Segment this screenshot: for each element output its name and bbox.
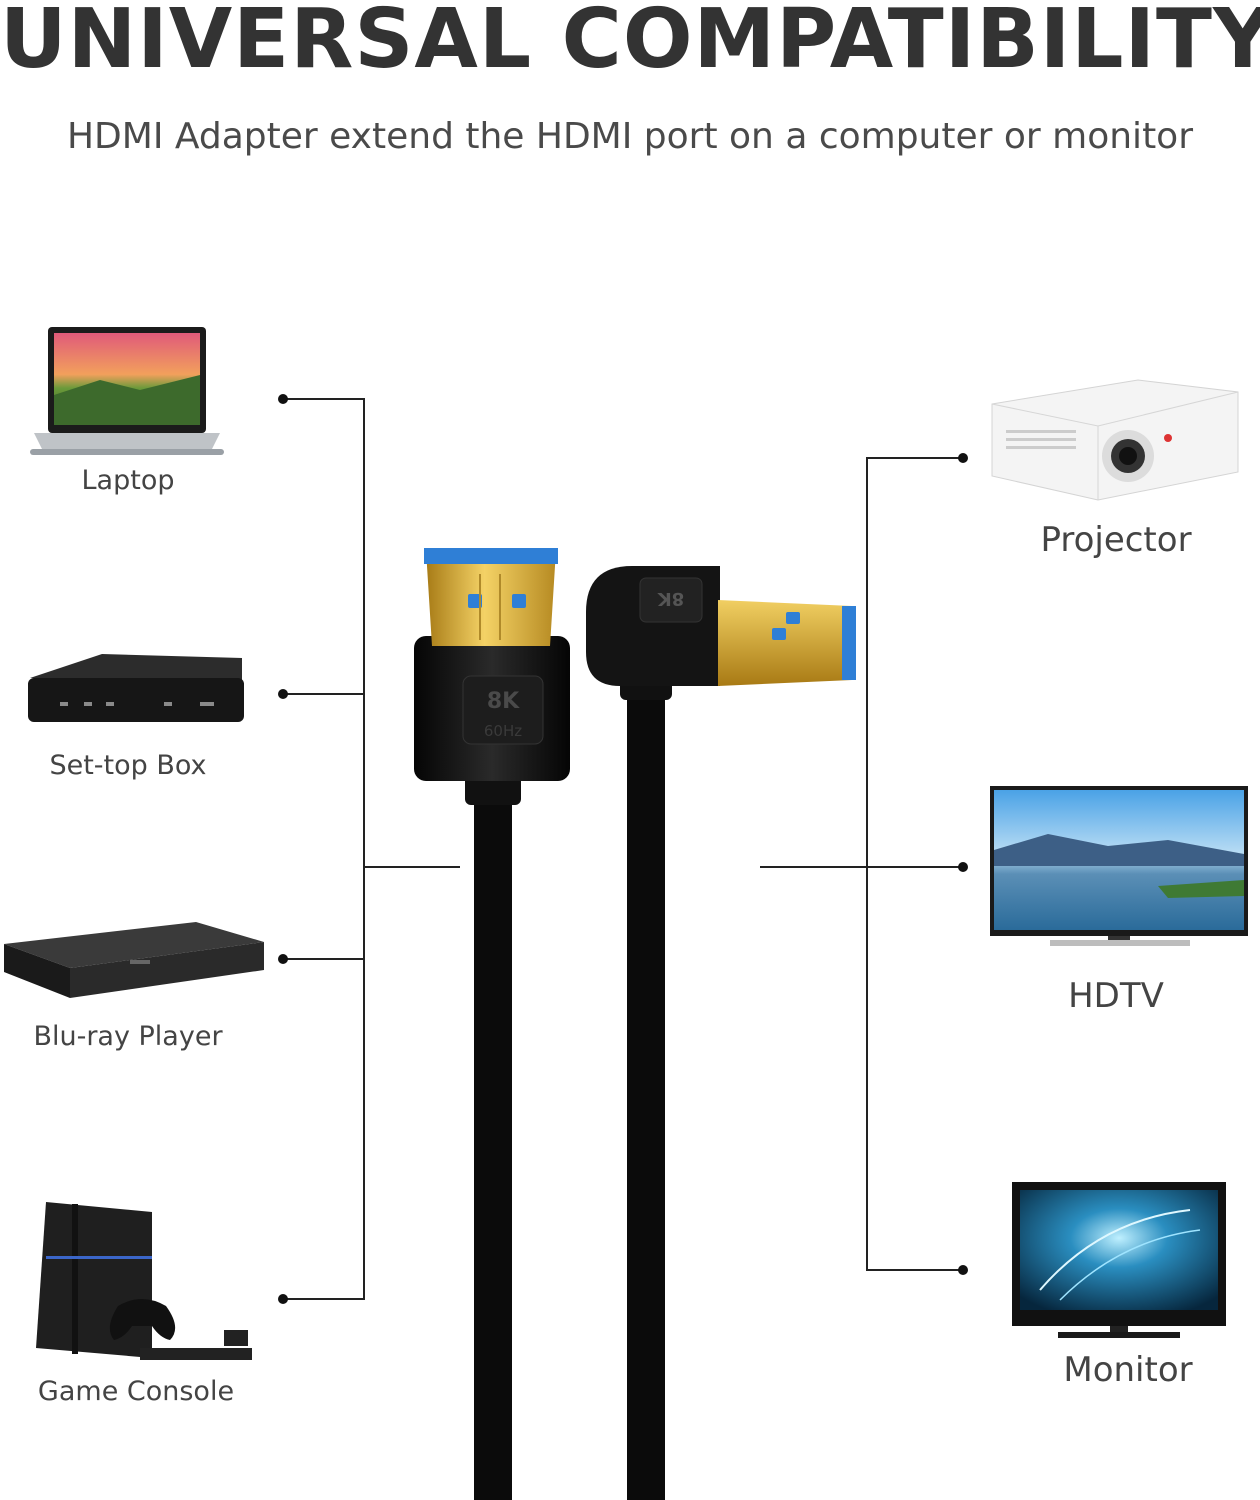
left-device-label-blu-ray-player: Blu-ray Player [33,1021,223,1052]
headline: UNIVERSAL COMPATIBILITY [0,0,1260,87]
subheadline: HDMI Adapter extend the HDMI port on a c… [66,116,1194,157]
right-device-label-hdtv: HDTV [1068,976,1164,1016]
angled-badge-text: 8K [657,588,685,609]
right-device-label-monitor: Monitor [1063,1350,1193,1390]
game-console-icon [36,1202,252,1360]
left-device-label-laptop: Laptop [81,465,175,496]
set-top-box-icon [28,654,244,722]
straight-badge-text: 8K [487,689,520,714]
monitor-icon [1012,1182,1226,1338]
left-device-label-set-top-box: Set-top Box [49,750,207,781]
left-device-label-game-console: Game Console [37,1376,235,1407]
blu-ray-player-icon [4,922,264,998]
straight-connector-badge: 8K 60Hz [462,675,544,745]
hdtv-icon [990,786,1248,946]
straight-badge-subtext: 60Hz [484,722,522,740]
angled-connector-badge: 8K [639,577,703,623]
right-device-label-projector: Projector [1040,520,1192,560]
laptop-icon [30,327,224,455]
projector-icon [991,379,1239,501]
